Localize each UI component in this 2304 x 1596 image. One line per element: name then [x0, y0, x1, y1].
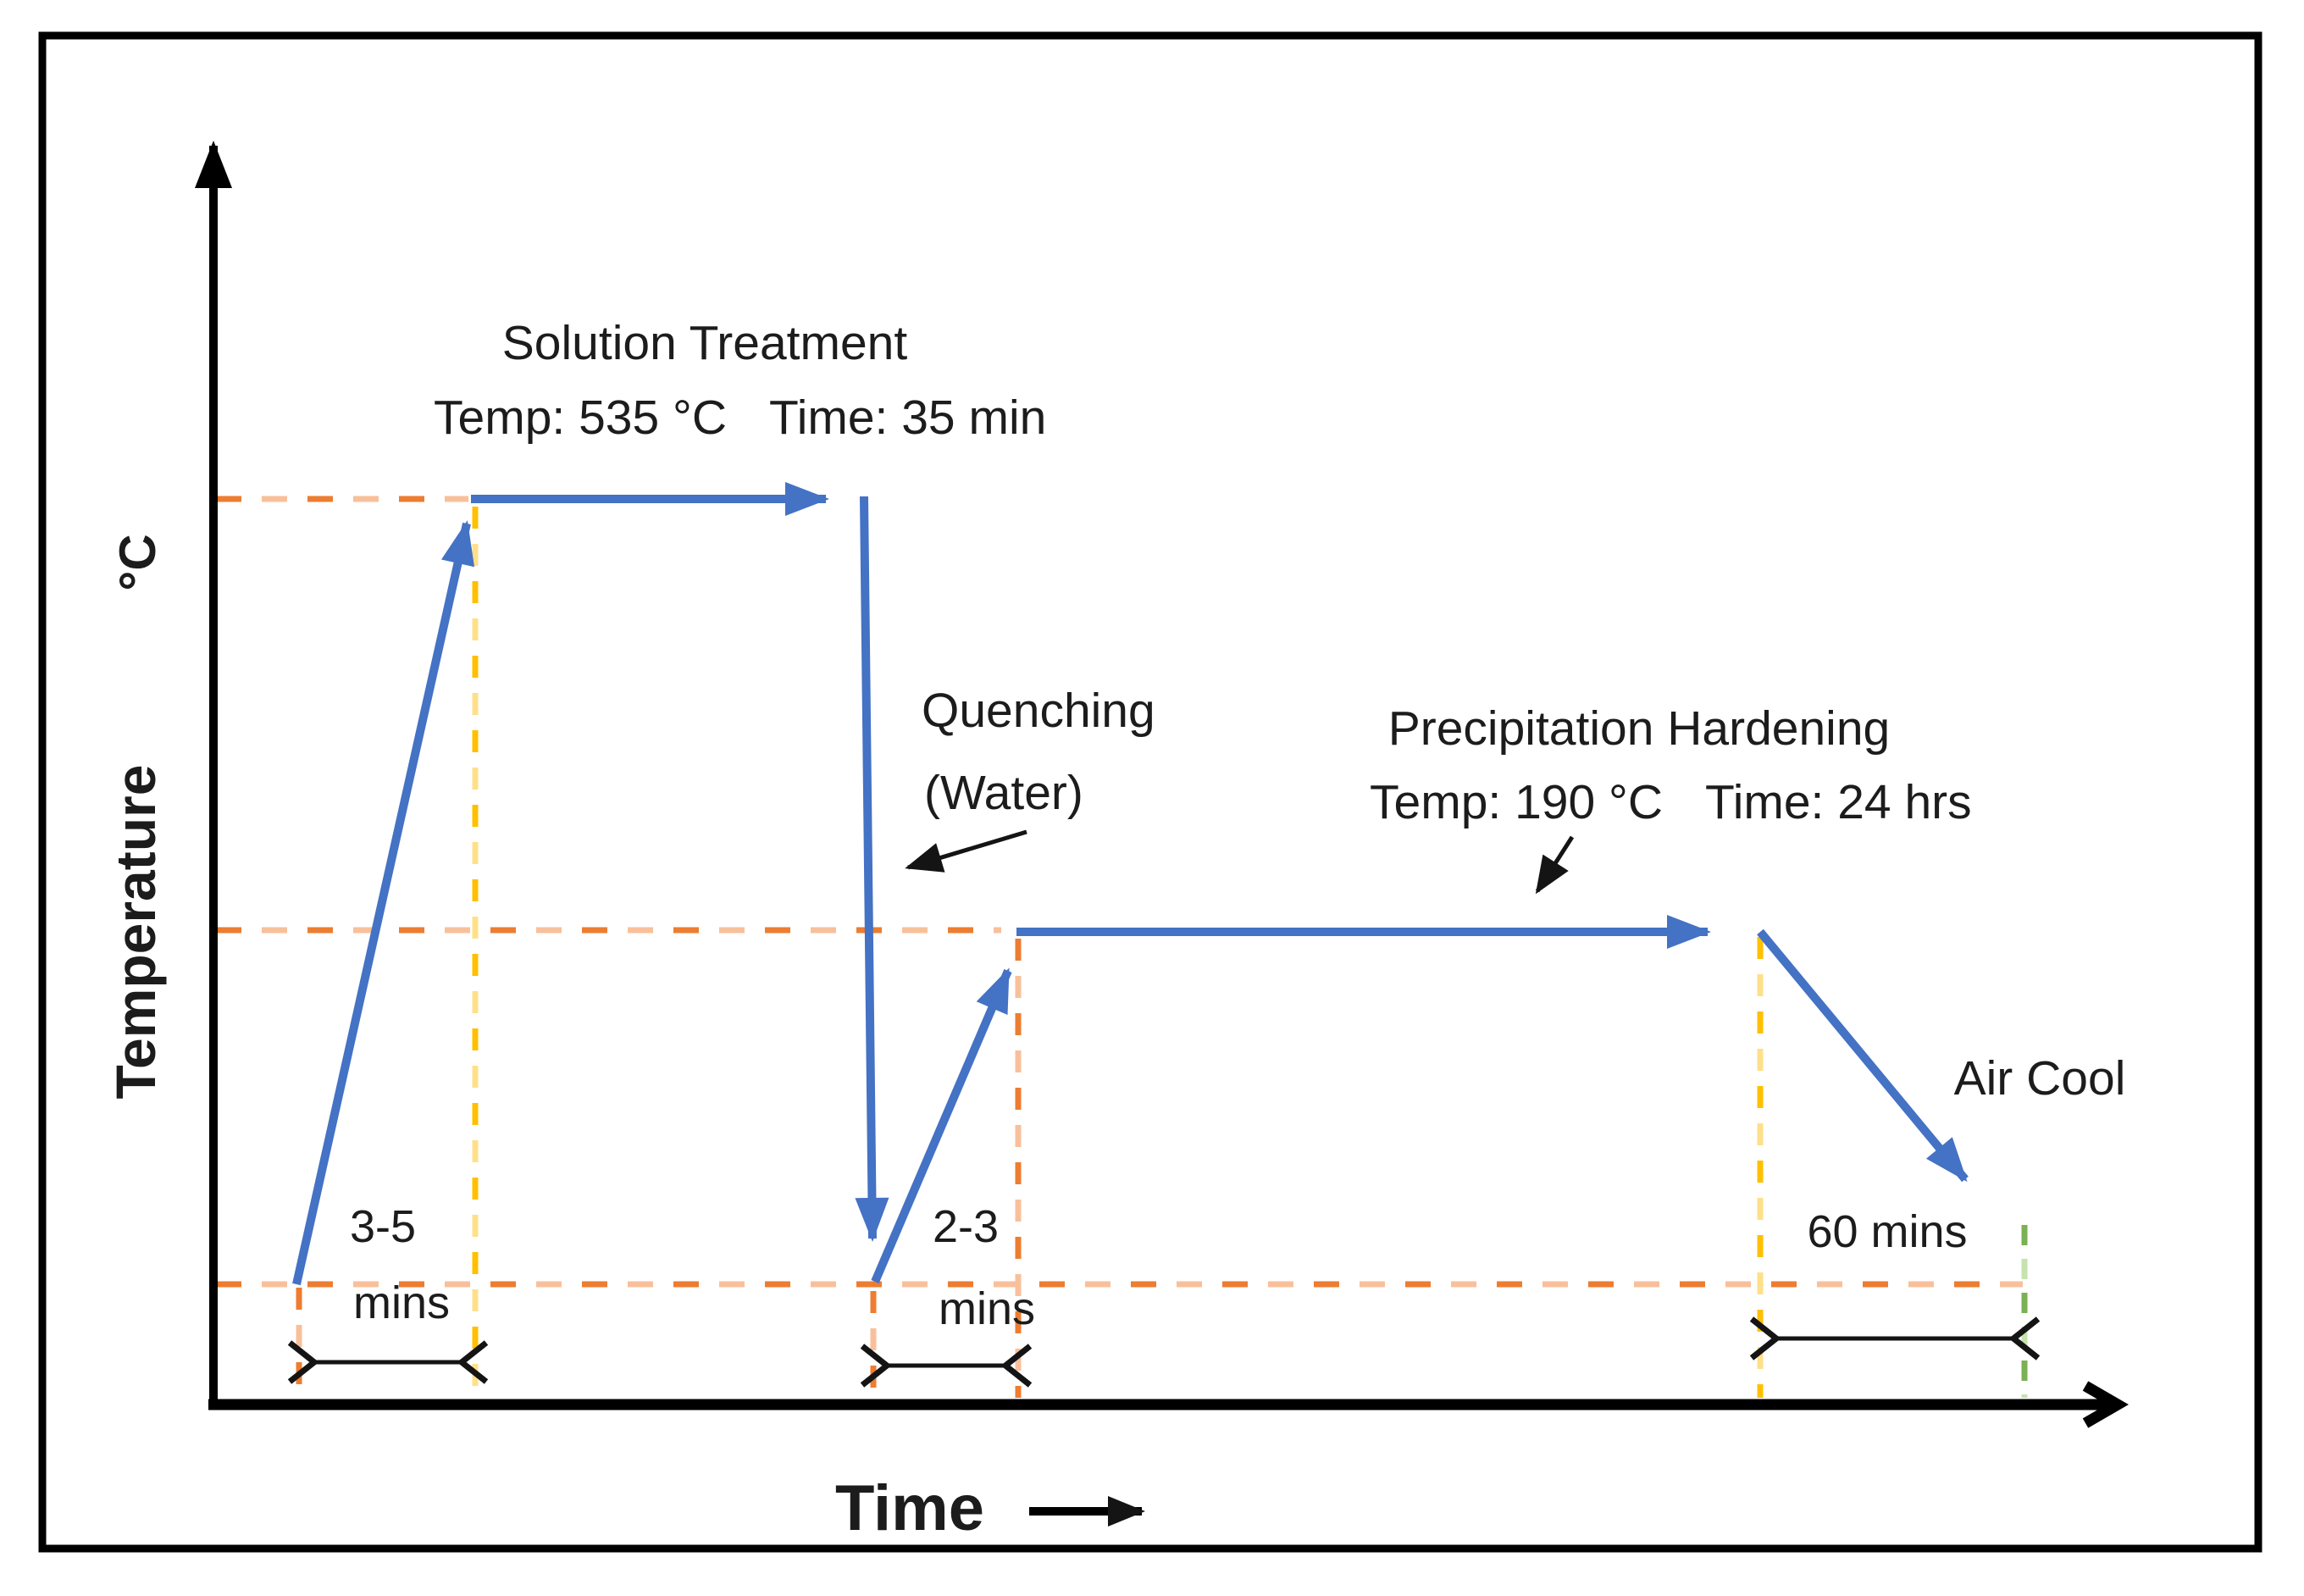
profile-segment-reheat: [871, 967, 1012, 1283]
label-precipitation-time: Time: 24 hrs: [1705, 775, 1972, 829]
label-solution-time: Time: 35 min: [769, 391, 1046, 445]
label-air-cool: Air Cool: [1954, 1051, 2126, 1106]
label-precipitation-hardening: Precipitation Hardening: [1388, 701, 1891, 756]
label-quench-duration-value: 2-3: [933, 1201, 999, 1252]
label-solution-temp: Temp: 535 °C: [434, 391, 727, 445]
label-ramp-duration-unit: mins: [353, 1277, 450, 1328]
label-precipitation-temp: Temp: 190 °C: [1370, 775, 1663, 829]
label-ramp-duration-value: 3-5: [350, 1201, 416, 1252]
profile-segment-air-cool: [1757, 928, 1969, 1183]
profile-segment-ramp-up: [292, 520, 475, 1286]
label-solution-treatment: Solution Treatment: [502, 316, 908, 370]
annotation-arrow-precipitation: [1535, 835, 1575, 895]
profile-segment-quench-drop: [855, 496, 889, 1242]
axes: [195, 141, 2129, 1428]
temperature-profile-curve: [292, 482, 1969, 1286]
diagram-border: [38, 31, 2262, 1553]
label-quenching-medium: (Water): [924, 766, 1083, 820]
label-quenching: Quenching: [922, 684, 1155, 738]
y-axis-unit: °C: [109, 534, 166, 590]
y-axis-label: Temperature: [104, 765, 167, 1100]
label-quench-duration-unit: mins: [939, 1283, 1035, 1334]
label-aircool-duration: 60 mins: [1807, 1206, 1967, 1257]
duration-arrows: [287, 1316, 2041, 1388]
annotation-arrow-quenching: [905, 829, 1027, 873]
x-axis-label: Time: [835, 1472, 984, 1544]
